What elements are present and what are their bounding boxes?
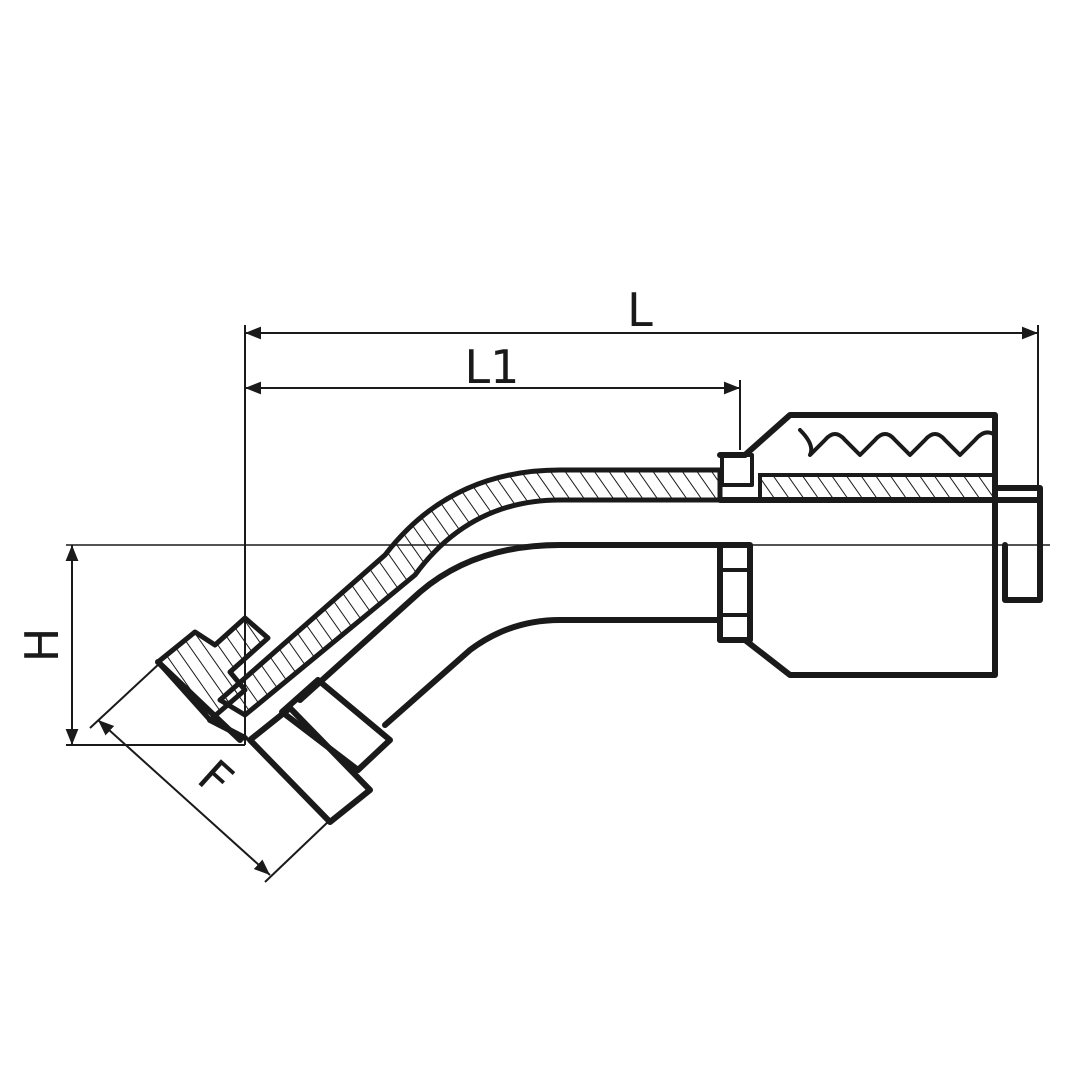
end-collars <box>247 677 393 825</box>
dimension-h-label: H <box>15 628 69 663</box>
dimension-l1: L1 <box>245 340 741 450</box>
tube-section <box>217 467 1043 728</box>
flange-nut <box>155 615 271 743</box>
dimension-f-label: F <box>188 749 244 807</box>
dimension-l-label: L <box>627 283 653 337</box>
dimension-l1-label: L1 <box>465 340 520 394</box>
dimension-l: L <box>244 283 1039 745</box>
ferrule-socket <box>717 412 1043 678</box>
dimension-h: H <box>15 544 1050 746</box>
